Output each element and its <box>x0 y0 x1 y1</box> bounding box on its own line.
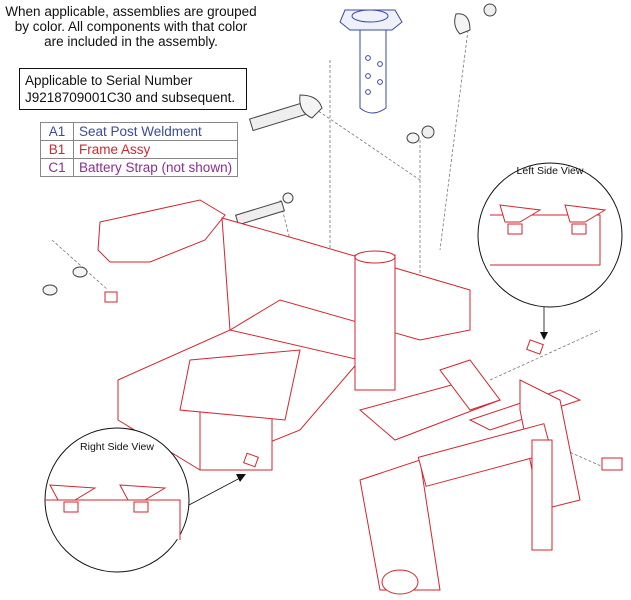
serial-number-box: Applicable to Serial Number J9218709001C… <box>19 68 247 110</box>
left-side-view-inset: Left Side View <box>477 162 623 340</box>
frame-assembly <box>97 199 623 595</box>
note-line-3: are included in the assembly. <box>44 34 218 49</box>
legend-code: C1 <box>40 158 74 177</box>
legend-label: Seat Post Weldment <box>72 122 239 141</box>
note-line-1: When applicable, assemblies are grouped <box>5 4 257 19</box>
legend-code: A1 <box>40 122 74 141</box>
right-side-view-title: Right Side View <box>80 441 154 453</box>
left-side-view-title: Left Side View <box>517 165 584 177</box>
seat-post-weldment <box>339 9 403 114</box>
right-side-view-inset: Right Side View <box>44 427 246 573</box>
hardware-parts <box>42 3 497 296</box>
legend-code: B1 <box>40 140 74 159</box>
legend-label: Battery Strap (not shown) <box>72 158 239 177</box>
note-line-2: by color. All components with that color <box>14 19 248 34</box>
color-grouping-note: When applicable, assemblies are grouped … <box>0 4 262 49</box>
legend-label: Frame Assy <box>72 140 239 159</box>
serial-line-1: Applicable to Serial Number <box>25 73 193 88</box>
serial-line-2: J9218709001C30 and subsequent. <box>25 90 236 105</box>
